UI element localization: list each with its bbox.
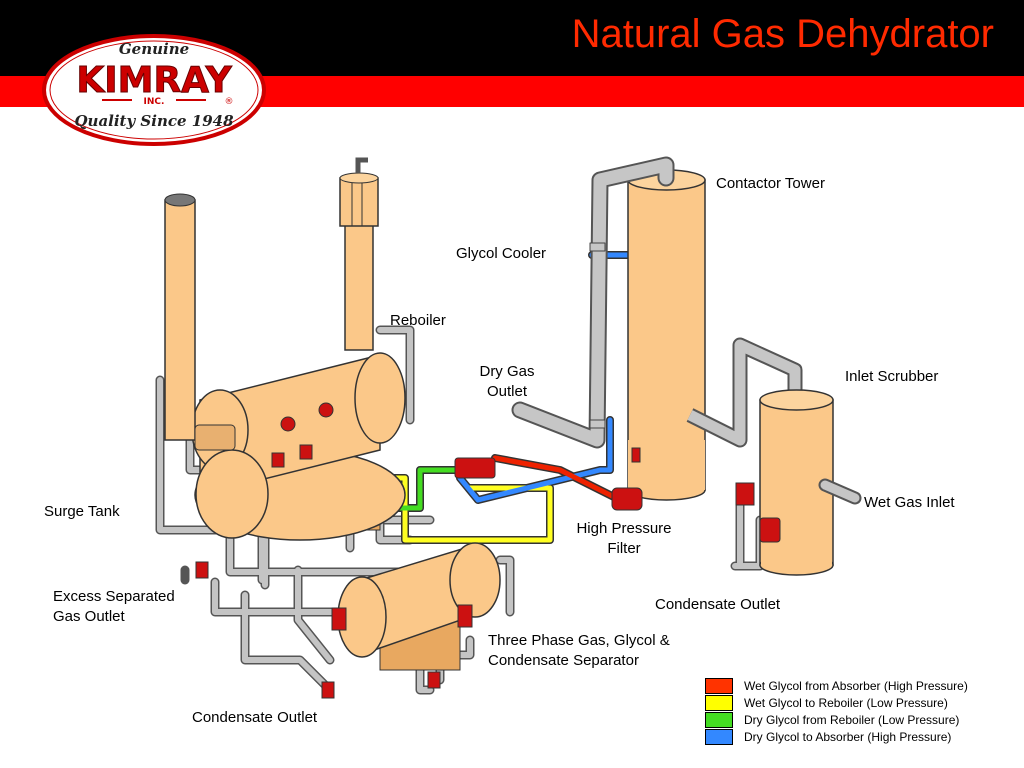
valves [195, 402, 781, 699]
label-dry-gas-outlet: Dry Gas Outlet [479, 363, 535, 400]
label-glycol-cooler: Glycol Cooler [456, 245, 547, 262]
glycol-cooler [511, 156, 675, 449]
svg-text:INC.: INC. [144, 97, 165, 107]
svg-text:®: ® [225, 97, 234, 107]
svg-text:KIMRAY: KIMRAY [76, 60, 232, 101]
label-reboiler: Reboiler [390, 312, 446, 329]
label-condensate-outlet-bottom: Condensate Outlet [192, 709, 318, 726]
label-condensate-outlet-right: Condensate Outlet [655, 596, 781, 613]
legend-swatch [705, 678, 733, 694]
label-contactor-tower: Contactor Tower [716, 175, 825, 192]
label-surge-tank: Surge Tank [44, 503, 120, 520]
label-wet-gas-inlet: Wet Gas Inlet [864, 494, 955, 511]
inlet-scrubber [686, 337, 862, 576]
slide-title: Natural Gas Dehydrator [571, 12, 994, 56]
label-inlet-scrubber: Inlet Scrubber [845, 368, 939, 385]
legend-swatch [705, 695, 733, 711]
reboiler-assembly [164, 157, 406, 541]
svg-text:Quality Since 1948: Quality Since 1948 [74, 112, 234, 130]
label-excess-gas-outlet: Excess Separated Gas Outlet [53, 588, 175, 625]
label-high-pressure-filter: High Pressure Filter [576, 520, 672, 557]
label-three-phase-separator: Three Phase Gas, Glycol & Condensate Sep… [488, 632, 670, 669]
three-phase-separator [337, 542, 501, 671]
svg-text:Genuine: Genuine [119, 40, 189, 58]
kimray-logo: Genuine KIMRAY INC. ® Quality Since 1948 [42, 34, 266, 146]
legend-swatch [705, 729, 733, 745]
legend-swatch [705, 712, 733, 728]
